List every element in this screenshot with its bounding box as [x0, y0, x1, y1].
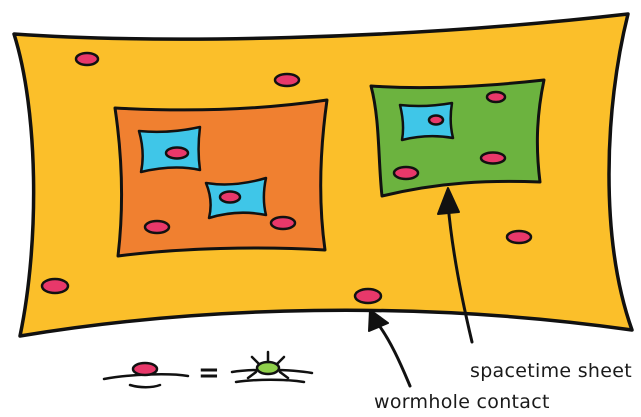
arrow-wormhole-contact — [369, 310, 410, 386]
wormhole-contact — [481, 153, 505, 164]
wormhole-contact — [271, 217, 295, 229]
wormhole-contact — [429, 116, 443, 125]
wormhole-contact — [355, 289, 381, 303]
legend-equals-sign: = — [198, 358, 220, 388]
green-spacetime-sheet — [371, 80, 544, 196]
legend: = — [104, 352, 312, 388]
blue-spacetime-sheet-green — [400, 103, 453, 140]
legend-splat-icon — [232, 352, 312, 382]
wormhole-contact — [507, 231, 531, 243]
label-wormhole-contact: wormhole contact — [374, 391, 550, 413]
orange-spacetime-sheet — [115, 100, 327, 256]
wormhole-contact — [220, 192, 240, 203]
wormhole-contact — [145, 221, 169, 233]
wormhole-contact — [487, 92, 505, 102]
wormhole-contact — [394, 167, 418, 179]
legend-disk-icon — [104, 363, 188, 387]
wormhole-contact — [166, 148, 188, 159]
wormhole-contact — [42, 279, 68, 293]
wormhole-contact — [76, 53, 98, 65]
label-spacetime-sheet: spacetime sheet — [470, 360, 632, 382]
wormhole-contact — [275, 74, 299, 86]
